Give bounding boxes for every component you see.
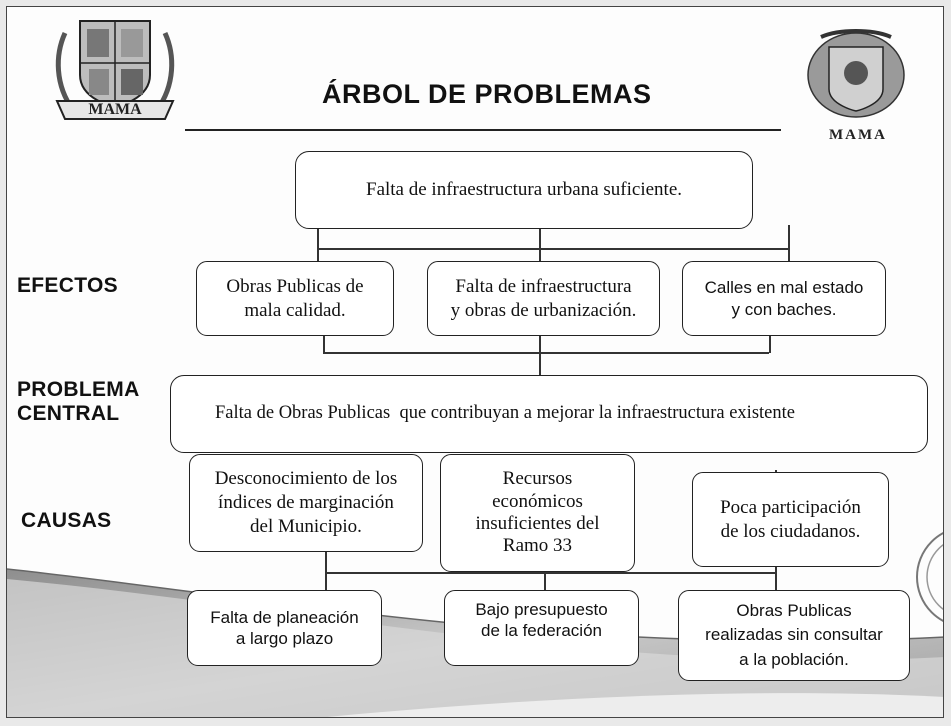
effect-text-line: Calles en mal estado [704,278,864,298]
connector [317,225,319,261]
connector [769,333,771,353]
label-causas: CAUSAS [21,509,112,532]
label-problema-central: PROBLEMA CENTRAL [17,378,140,426]
effect-text-line: Falta de infraestructura [455,275,632,297]
label-problema: PROBLEMA [17,378,140,401]
page-title: ÁRBOL DE PROBLEMAS [322,79,652,109]
root-cause-text-line: Obras Publicas [736,600,852,620]
coat-of-arms-icon [55,20,175,120]
connector [544,562,546,594]
cause-text-line: índices de marginación [218,492,394,514]
connector [539,248,541,261]
effect-box: Obras Publicas de mala calidad. [196,261,394,336]
central-problem-box: Falta de Obras Publicas que contribuyan … [170,375,928,453]
cause-text-line: de los ciudadanos. [720,520,861,542]
root-cause-text-line: Falta de planeación [210,607,359,627]
municipal-logo-right: MAMA [799,29,917,147]
effect-box: Calles en mal estado y con baches. [682,261,886,336]
connector [325,550,327,590]
cause-text-line: Poca participación [720,496,861,518]
effect-text-line: mala calidad. [244,299,346,321]
effect-box: Falta de infraestructura y obras de urba… [427,261,660,336]
connector [317,248,789,250]
cause-text-line: Desconocimiento de los [214,468,398,490]
effect-text-line: Obras Publicas de [226,275,364,297]
cause-text-line: del Municipio. [250,515,362,537]
connector [323,352,769,354]
top-effect-box: Falta de infraestructura urbana suficien… [295,151,753,229]
label-efectos: EFECTOS [17,274,118,297]
root-cause-box: Falta de planeación a largo plazo [187,590,382,666]
root-cause-text-line: a la población. [739,649,849,669]
label-central: CENTRAL [17,402,120,426]
connector [325,572,775,574]
effect-text-line: y con baches. [731,299,837,319]
root-cause-box: Bajo presupuesto de la federación [444,590,639,666]
cause-box: Poca participación de los ciudadanos. [692,472,889,567]
slide: MAMA MAMA ÁRBOL DE PROBLEMAS EFECTOS PRO… [6,6,944,718]
cause-box: Recursos económicos insuficientes del Ra… [440,454,635,572]
connector [323,333,325,353]
municipal-coat-of-arms-left: MAMA [45,15,185,127]
effect-text-line: y obras de urbanización. [450,299,637,321]
connector [539,333,541,376]
connector [788,225,790,261]
left-logo-label: MAMA [88,101,142,118]
root-cause-text-line: Bajo presupuesto [475,600,608,619]
municipal-logo-icon [807,29,905,118]
cause-text-line: Recursos [502,468,573,490]
official-stamp [916,532,943,622]
root-cause-text-line: realizadas sin consultar [705,625,883,645]
cause-text-line: económicos [492,490,583,512]
cause-text-line: Ramo 33 [502,535,573,557]
right-logo-label: MAMA [829,127,887,143]
connector [539,225,541,249]
connector [775,563,777,593]
root-cause-text-line: a largo plazo [235,629,334,648]
central-problem-text: Falta de Obras Publicas que contribuyan … [215,403,795,424]
root-cause-text-line: de la federación [481,621,602,641]
cause-text-line: insuficientes del [475,513,600,534]
cause-box: Desconocimiento de los índices de margin… [189,454,423,552]
title-underline [185,129,781,131]
top-effect-text: Falta de infraestructura urbana suficien… [366,179,682,201]
root-cause-box: Obras Publicas realizadas sin consultar … [678,590,910,681]
